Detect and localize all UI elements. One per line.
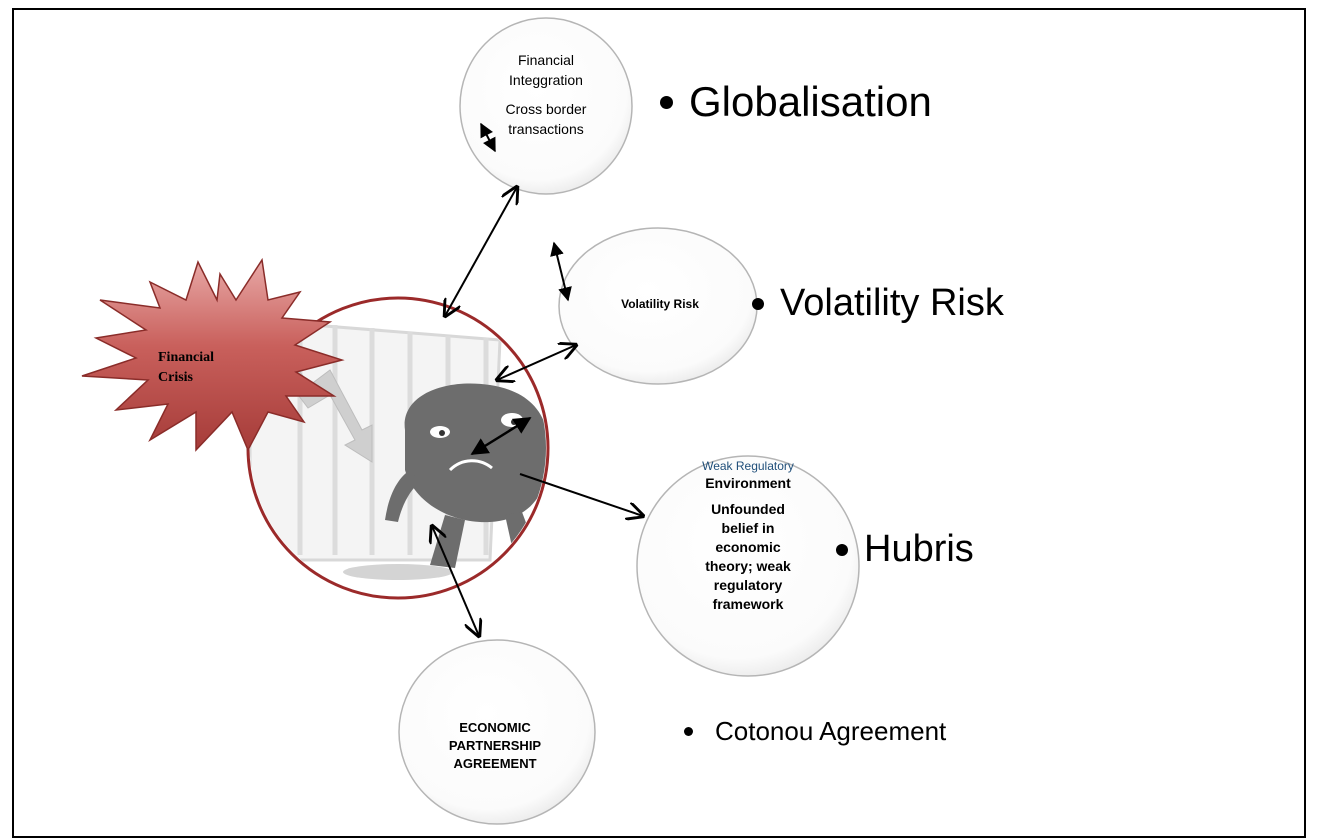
financial-crisis-burst [81,257,345,452]
globalisation-line4: transactions [508,121,584,137]
connector-volatility-small [550,241,572,302]
regulatory-line7: regulatory [713,577,783,593]
weak-regulatory-node [636,455,860,677]
regulatory-node-text: Weak Regulatory Environment Unfounded be… [660,458,836,614]
connector-figure-inner [470,416,532,456]
regulatory-line8: framework [712,596,784,612]
chart-figure-illustration [250,318,546,580]
center-circle [246,296,550,600]
connector-volatility [497,345,576,380]
bullet-cotonou: Cotonou Agreement [684,716,946,747]
bullet-dot-icon [684,727,693,736]
bullet-volatility: Volatility Risk [752,282,1004,325]
connector-regulatory [519,473,643,516]
bullet-hubris-text: Hubris [864,528,974,570]
regulatory-line6: theory; weak [705,558,791,574]
bullet-globalisation: Globalisation [660,78,932,126]
bullet-dot-icon [660,95,673,109]
bullet-globalisation-text: Globalisation [689,78,932,125]
financial-crisis-label: Financial Crisis [158,348,238,388]
bullet-hubris: Hubris [836,528,974,571]
globalisation-line3: Cross border [505,101,587,117]
bullet-cotonou-text: Cotonou Agreement [715,716,947,746]
epa-node [398,639,596,825]
connector-epa [432,526,479,636]
epa-line1: ECONOMIC [459,720,531,735]
epa-line3: AGREEMENT [453,756,537,771]
regulatory-line1: Weak Regulatory [702,459,794,473]
epa-line2: PARTNERSHIP [448,738,542,753]
globalisation-line1: Financial [517,52,575,68]
financial-crisis-line2: Crisis [158,370,193,385]
connector-globalisation [445,187,517,316]
globalisation-line2: Integgration [509,72,583,88]
regulatory-line2: Environment [705,475,791,491]
financial-crisis-line1: Financial [158,350,215,365]
globalisation-node-text: Financial Integgration Cross border tran… [476,50,616,139]
connector-globalisation-small [480,122,496,153]
bullet-volatility-text: Volatility Risk [780,282,1004,324]
volatility-node-text: Volatility Risk [621,297,699,311]
epa-node-text: ECONOMIC PARTNERSHIP AGREEMENT [420,719,570,773]
regulatory-line5: economic [715,539,781,555]
regulatory-line3: Unfounded [711,501,785,517]
regulatory-line4: belief in [721,520,775,536]
globalisation-node [459,17,633,195]
bullet-dot-icon [752,297,764,310]
bullet-dot-icon [836,543,848,556]
